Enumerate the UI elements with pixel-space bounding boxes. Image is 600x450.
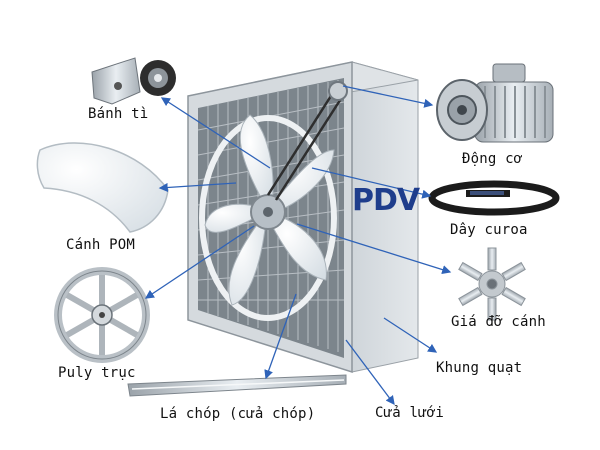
arrow-banh-ti [160,97,271,169]
brand-logo: PDV [352,183,420,218]
idler-wheel-image [91,57,176,105]
blade-support-image [458,247,526,321]
arrow-puly-truc [144,225,255,299]
label-khung-quat: Khung quạt [436,360,523,376]
arrow-canh-pom [158,182,237,193]
louver-blade-image [127,374,347,397]
label-la-chop: Lá chóp (cửa chóp) [160,406,316,422]
motor-pulley [328,81,348,101]
v-belt-image [428,180,560,216]
label-day-curoa: Dây curoa [450,222,528,238]
arrow-gia-do-canh [296,223,452,275]
fan-ring [199,115,337,321]
arrow-dong-co [342,85,434,108]
arrow-khung-quat [383,317,438,353]
arrow-la-chop [264,293,297,380]
label-gia-do-canh: Giá đỡ cánh [451,314,546,330]
belt [266,87,338,196]
label-puly-truc: Puly trục [58,365,136,381]
pulley-image [54,267,150,363]
label-dong-co: Động cơ [462,151,523,167]
label-cua-luoi: Cửa lưới [375,405,445,421]
arrow-cua-luoi [345,339,395,406]
leader-arrows [144,85,452,406]
fan-frame [187,61,419,374]
label-canh-pom: Cánh POM [66,237,136,253]
motor-image [436,63,554,143]
pom-blade-image [36,142,169,233]
arrow-day-curoa [311,167,432,199]
label-banh-ti: Bánh tì [88,106,149,122]
